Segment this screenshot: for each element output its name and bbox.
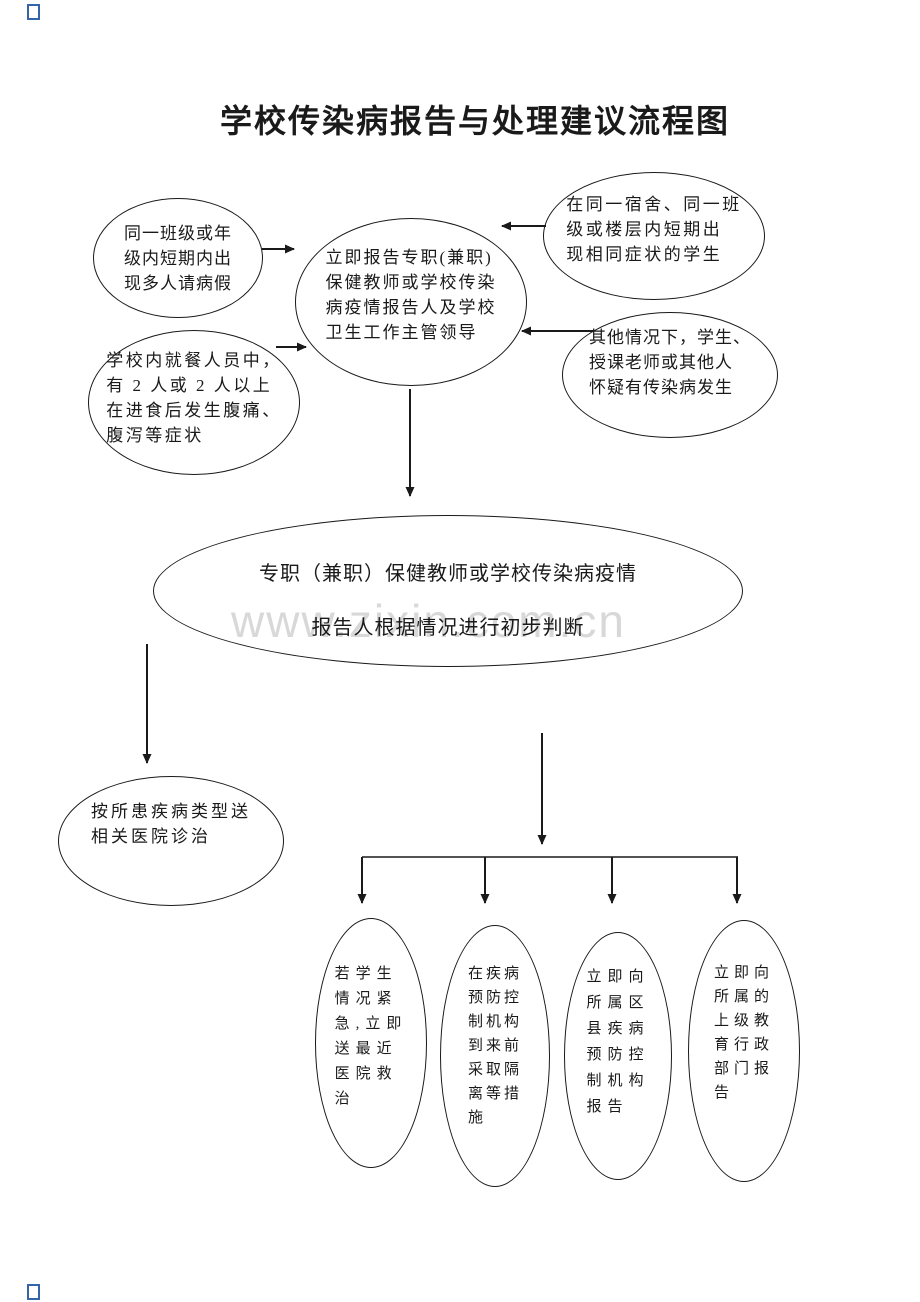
node-initial-judgement: 专职（兼职）保健教师或学校传染病疫情 报告人根据情况进行初步判断 xyxy=(153,515,743,667)
node-canteen-abdominal-symptoms-label: 学校内就餐人员中， 有 2 人或 2 人以上 在进食后发生腹痛、 腹泻等症状 xyxy=(106,350,282,445)
node-other-suspected-infection-label: 其他情况下，学生、 授课老师或其他人 怀疑有传染病发生 xyxy=(589,327,751,397)
node-initial-judgement-label: 专职（兼职）保健教师或学校传染病疫情 报告人根据情况进行初步判断 xyxy=(259,563,637,639)
node-report-education-dept-label: 立即向 所属的 上级教 育行政 部门报 告 xyxy=(713,965,774,1101)
node-report-cdc-label: 立即向 所属区 县疾病 预防控 制机构 报告 xyxy=(586,969,650,1115)
node-report-education-dept: 立即向 所属的 上级教 育行政 部门报 告 xyxy=(688,920,800,1182)
node-isolation-measures: 在疾病 预防控 制机构 到来前 采取隔 离等措 施 xyxy=(440,925,550,1187)
node-isolation-measures-label: 在疾病 预防控 制机构 到来前 采取隔 离等措 施 xyxy=(467,966,522,1126)
node-canteen-abdominal-symptoms: 学校内就餐人员中， 有 2 人或 2 人以上 在进食后发生腹痛、 腹泻等症状 xyxy=(88,330,300,475)
node-report-health-teacher-label: 立即报告专职(兼职) 保健教师或学校传染 病疫情报告人及学校 卫生工作主管领导 xyxy=(325,248,497,342)
node-report-cdc: 立即向 所属区 县疾病 预防控 制机构 报告 xyxy=(564,932,672,1180)
node-dorm-same-symptoms: 在同一宿舍、同一班 级或楼层内短期出 现相同症状的学生 xyxy=(543,172,765,300)
node-same-class-sick-leave: 同一班级或年 级内短期内出 现多人请病假 xyxy=(93,198,263,318)
page-corner-marker-bottom xyxy=(27,1284,40,1300)
node-dorm-same-symptoms-label: 在同一宿舍、同一班 级或楼层内短期出 现相同症状的学生 xyxy=(566,194,742,264)
node-other-suspected-infection: 其他情况下，学生、 授课老师或其他人 怀疑有传染病发生 xyxy=(562,312,778,438)
node-same-class-sick-leave-label: 同一班级或年 级内短期内出 现多人请病假 xyxy=(124,223,232,293)
node-send-hospital: 按所患疾病类型送 相关医院诊治 xyxy=(58,776,284,906)
page-title: 学校传染病报告与处理建议流程图 xyxy=(219,103,730,139)
node-report-health-teacher: 立即报告专职(兼职) 保健教师或学校传染 病疫情报告人及学校 卫生工作主管领导 xyxy=(295,218,527,386)
node-send-hospital-label: 按所患疾病类型送 相关医院诊治 xyxy=(91,802,251,846)
node-urgent-rescue: 若学生 情况紧 急,立即 送最近 医院救 治 xyxy=(315,918,427,1168)
node-urgent-rescue-label: 若学生 情况紧 急,立即 送最近 医院救 治 xyxy=(334,966,408,1107)
page-corner-marker-top xyxy=(27,4,40,20)
